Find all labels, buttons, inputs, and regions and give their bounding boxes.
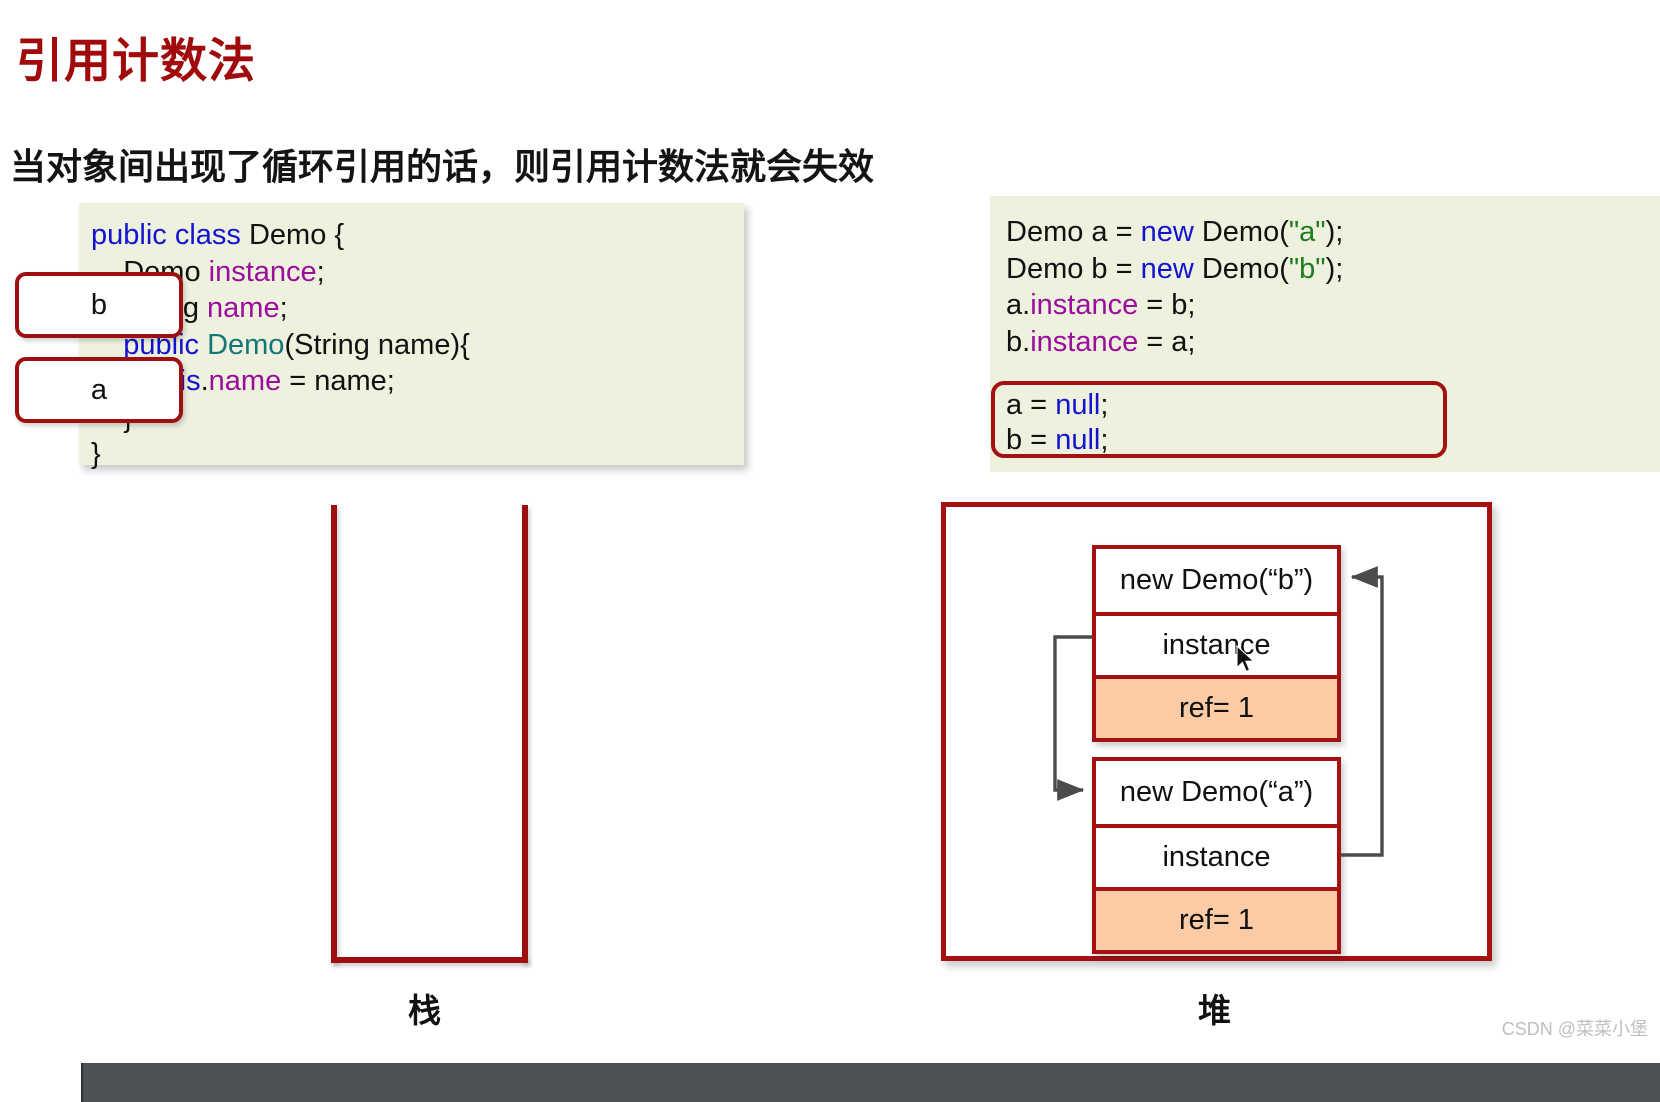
stack-label: 栈: [408, 992, 441, 1029]
page-subtitle: 当对象间出现了循环引用的话，则引用计数法就会失效: [10, 146, 875, 187]
page-title: 引用计数法: [16, 34, 256, 87]
heap-object-a: new Demo(“a”) instance ref= 1: [1092, 757, 1341, 954]
heap-object-b: new Demo(“b”) instance ref= 1: [1092, 545, 1341, 742]
stack-frame-b-label: b: [90, 288, 108, 321]
stack-floor: [331, 957, 528, 963]
heap-object-a-field-instance: instance: [1096, 824, 1337, 887]
heap-label: 堆: [1198, 992, 1231, 1029]
code-block-class-definition: public class Demo { Demo instance; Strin…: [79, 203, 744, 470]
csdn-watermark: CSDN @菜菜小堡: [1501, 1019, 1648, 1039]
code-block-null-assignments: a = null; b = null;: [1006, 389, 1109, 456]
stack-frame-b: b: [15, 272, 183, 338]
stack-frame-a-label: a: [90, 373, 108, 406]
stack-left-wall: [331, 505, 337, 963]
stack-container: [331, 505, 528, 963]
heap-object-a-refcount: ref= 1: [1096, 887, 1337, 950]
heap-object-b-refcount: ref= 1: [1096, 675, 1337, 738]
slide-canvas: 引用计数法 当对象间出现了循环引用的话，则引用计数法就会失效 public cl…: [10, 34, 1660, 1039]
code-block-usage: Demo a = new Demo("a"); Demo b = new Dem…: [990, 196, 1660, 472]
heap-object-a-title: new Demo(“a”): [1119, 776, 1314, 808]
mouse-cursor-icon: [1236, 645, 1255, 673]
taskbar-active-window[interactable]: [0, 1063, 83, 1102]
heap-object-b-title: new Demo(“b”): [1119, 564, 1314, 596]
stack-right-wall: [522, 505, 528, 963]
null-assignment-highlight-box: [991, 381, 1447, 458]
taskbar[interactable]: [0, 1063, 1660, 1102]
heap-object-b-field-instance: instance: [1096, 612, 1337, 675]
stack-frame-a: a: [15, 357, 183, 423]
